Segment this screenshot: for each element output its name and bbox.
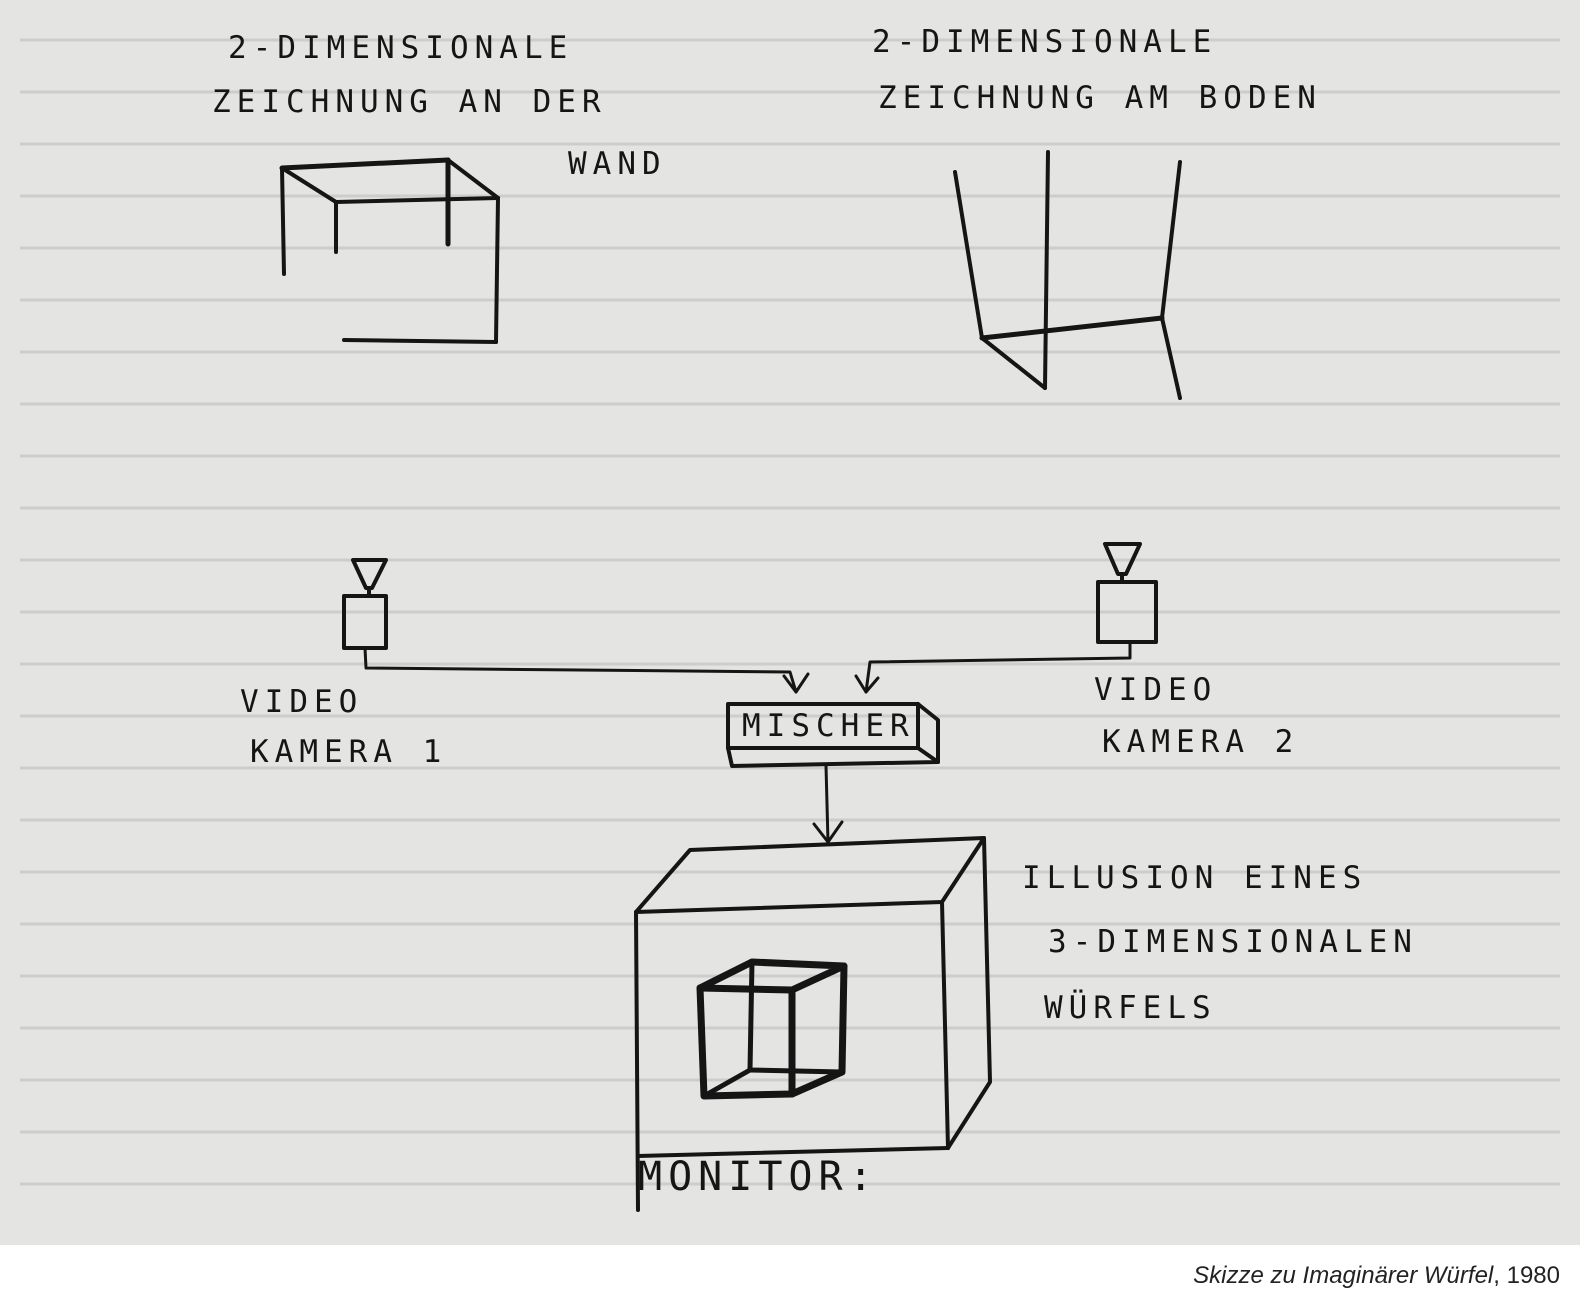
- mixer-to-monitor-arrow: [812, 764, 844, 844]
- illusion-label-line2: 3-DIMENSIONALEN: [1048, 924, 1418, 960]
- mixer-label: MISCHER: [742, 708, 915, 744]
- wall-cube-drawing: [279, 157, 500, 344]
- illusion-label-line1: ILLUSION EINES: [1022, 860, 1367, 896]
- floor-drawing: [953, 150, 1182, 400]
- wall-title-line2: ZEICHNUNG AN DER: [212, 84, 607, 120]
- camera1-icon: [342, 558, 388, 650]
- camera2-label-line1: VIDEO: [1094, 672, 1217, 708]
- camera2-label-line2: KAMERA 2: [1102, 724, 1299, 760]
- caption-year: , 1980: [1493, 1262, 1560, 1289]
- monitor-cube-illusion: [696, 958, 848, 1100]
- wall-title-line3: WAND: [568, 146, 667, 182]
- wall-title-line1: 2-DIMENSIONALE: [228, 30, 573, 66]
- monitor-box: [634, 836, 992, 1212]
- figure-caption: Skizze zu Imaginärer Würfel, 1980: [1193, 1262, 1560, 1290]
- camera2-to-mixer-arrow: [854, 640, 1132, 694]
- sketch-drawing: 2-DIMENSIONALE ZEICHNUNG AN DER WAND 2-D…: [20, 24, 1560, 1212]
- floor-title-line1: 2-DIMENSIONALE: [872, 24, 1217, 60]
- sketch-sheet: 2-DIMENSIONALE ZEICHNUNG AN DER WAND 2-D…: [0, 0, 1580, 1245]
- camera1-label-line2: KAMERA 1: [250, 734, 447, 770]
- monitor-label: MONITOR:: [638, 1154, 879, 1200]
- floor-title-line2: ZEICHNUNG AM BODEN: [878, 80, 1322, 116]
- camera1-to-mixer-arrow: [363, 646, 810, 694]
- mixer-box: [726, 702, 940, 768]
- caption-title: Skizze zu Imaginärer Würfel: [1193, 1262, 1494, 1289]
- bleed-through-lines: [20, 38, 1560, 1186]
- camera1-label-line1: VIDEO: [240, 684, 363, 720]
- illusion-label-line3: WÜRFELS: [1044, 989, 1217, 1026]
- camera2-icon: [1096, 542, 1158, 644]
